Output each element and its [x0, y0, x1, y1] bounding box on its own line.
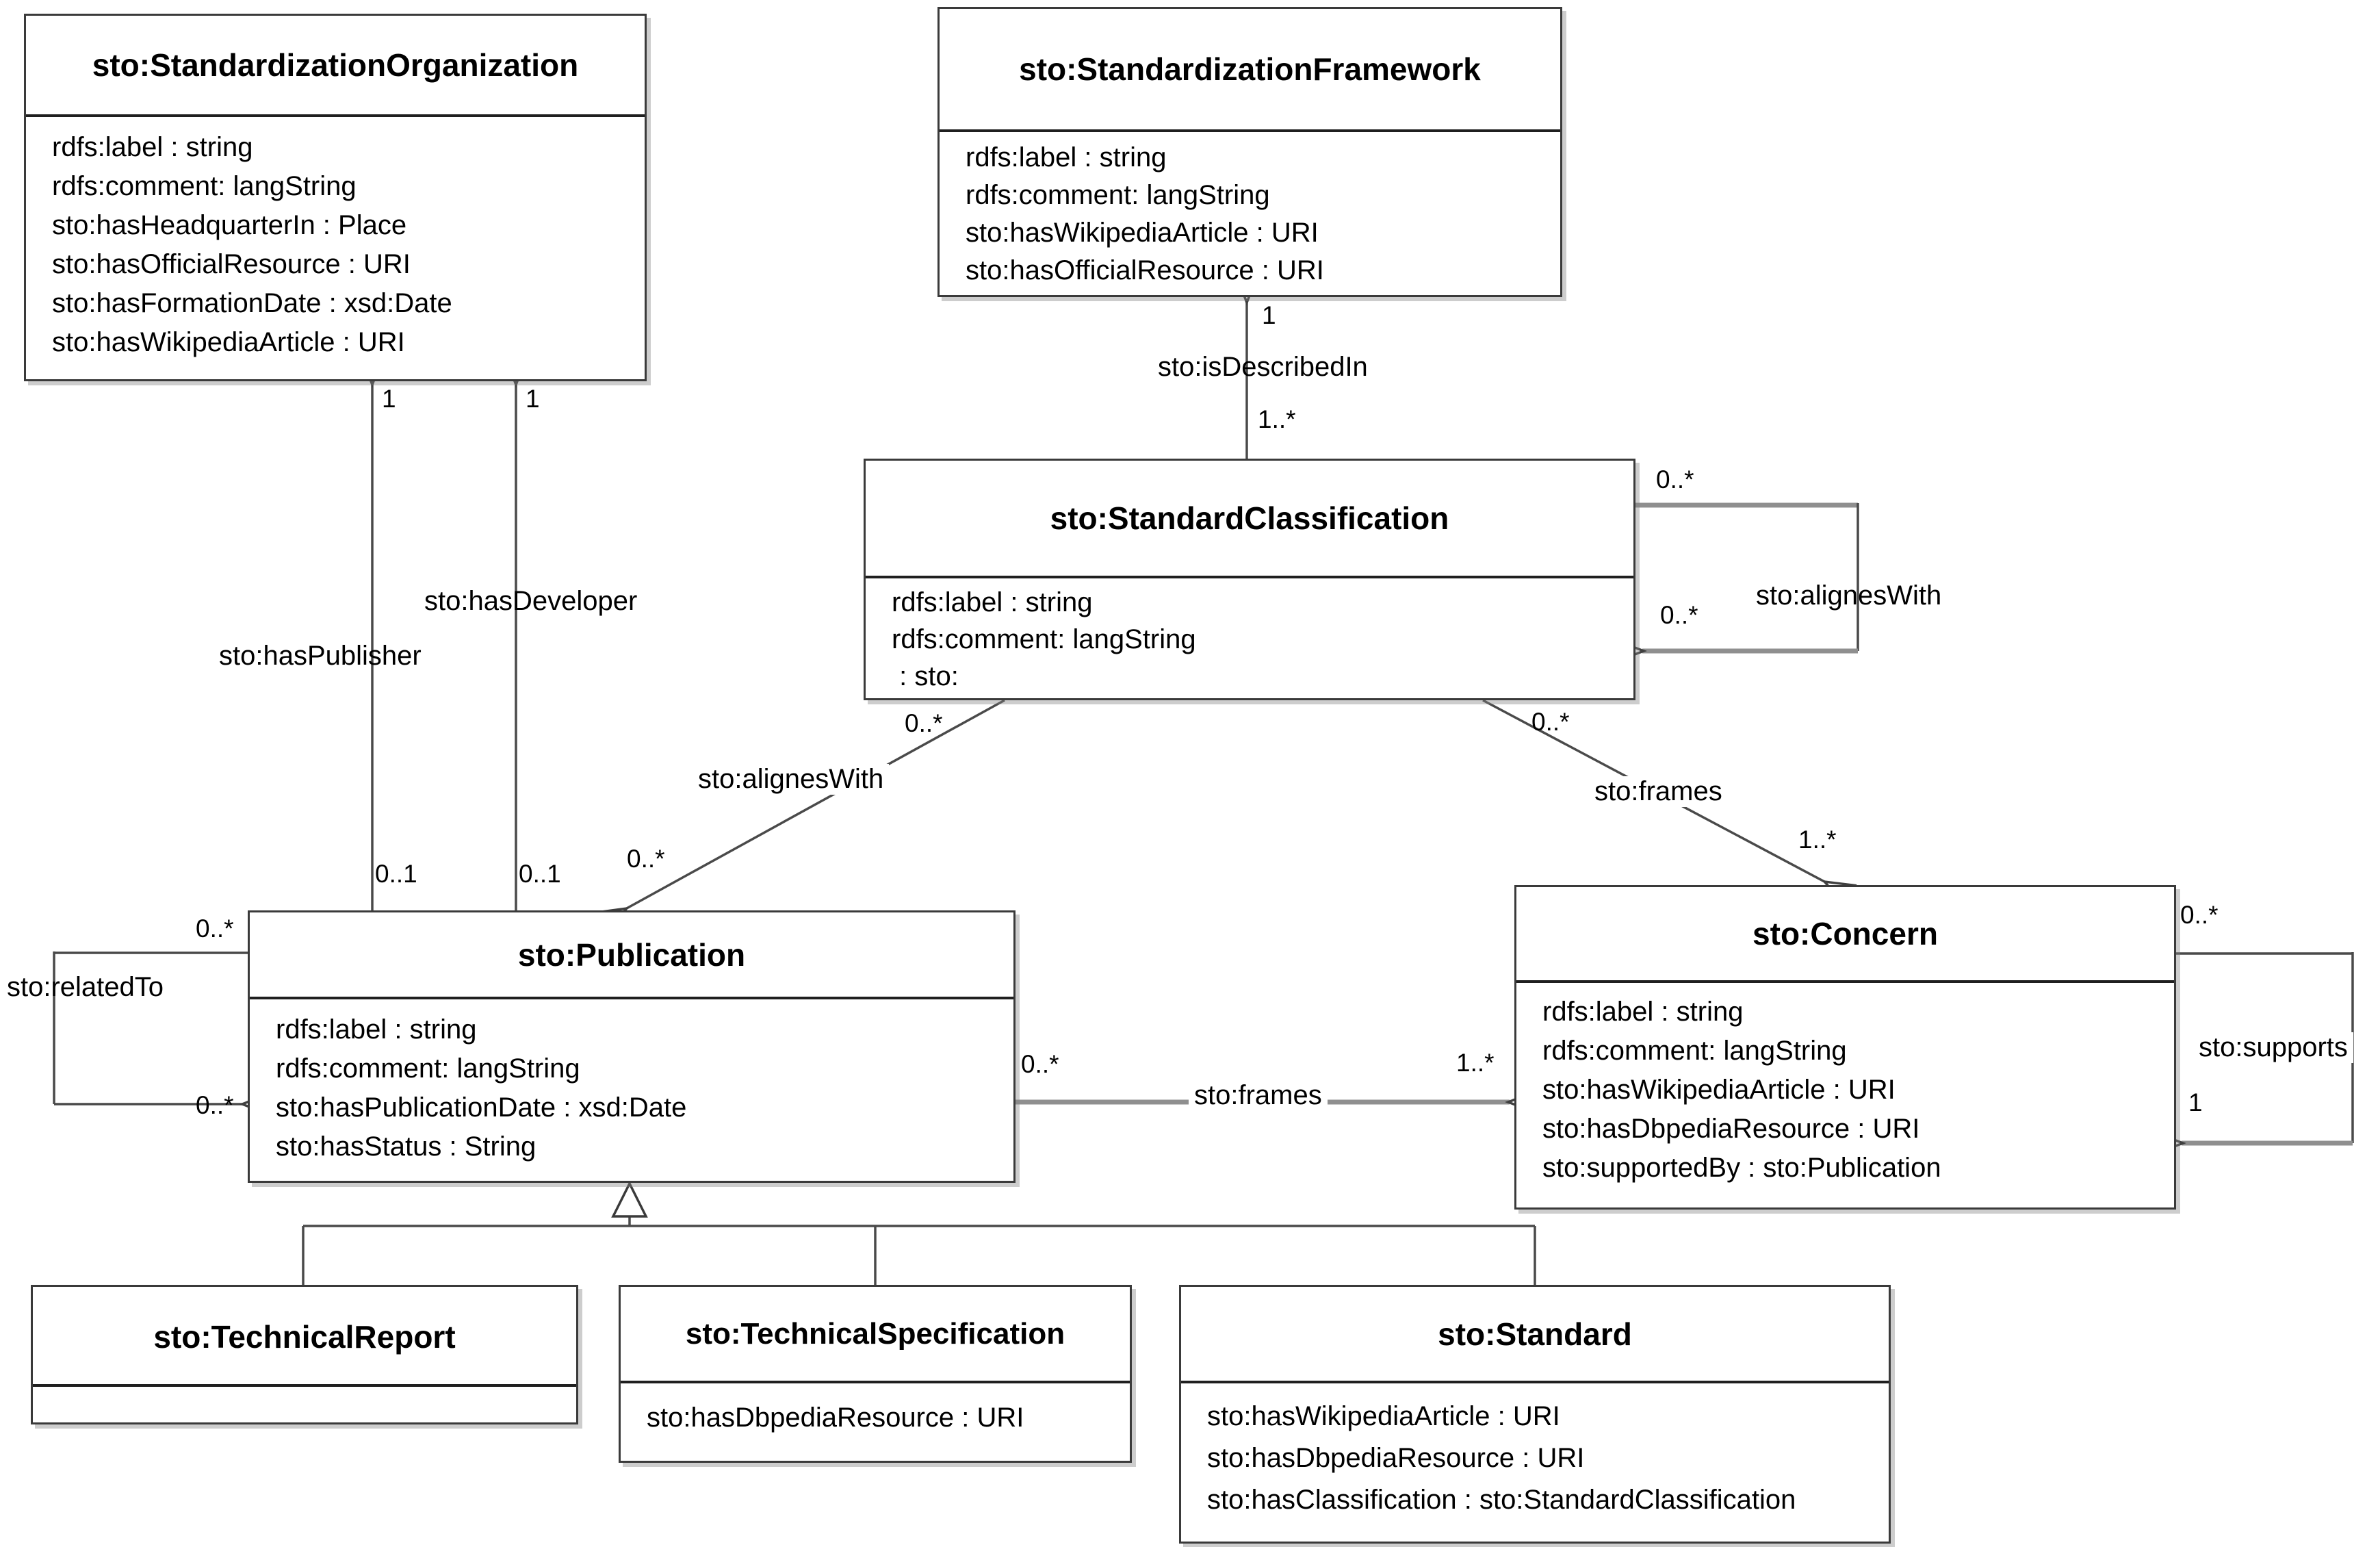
multiplicity-has-publisher-source: 0..1 [375, 860, 417, 888]
attribute-compartment: rdfs:label : string rdfs:comment: langSt… [1516, 983, 2174, 1188]
attribute-line: sto:hasDbpediaResource : URI [647, 1403, 1024, 1433]
class-title: sto:Concern [1516, 887, 2174, 983]
multiplicity-alignes-loop-bottom: 0..* [1660, 601, 1698, 629]
attribute-line: rdfs:label : string [276, 1014, 477, 1045]
edge-label-related-to: sto:relatedTo [7, 972, 164, 1002]
attribute-compartment: rdfs:label : string rdfs:comment: langSt… [866, 578, 1633, 695]
alignes-with-diagonal-line [594, 699, 1005, 934]
class-title: sto:TechnicalSpecification [621, 1287, 1130, 1383]
attribute-line: rdfs:label : string [892, 587, 1093, 617]
attribute-line: rdfs:label : string [966, 142, 1167, 172]
attribute-line: rdfs:label : string [1542, 997, 1744, 1027]
attribute-line: sto:hasWikipediaArticle : URI [1207, 1401, 1560, 1431]
attribute-line: rdfs:comment: langString [892, 624, 1196, 654]
class-box-standardization-framework: sto:StandardizationFramework rdfs:label … [937, 7, 1562, 297]
class-title: sto:StandardClassification [866, 461, 1633, 578]
class-box-technical-report: sto:TechnicalReport [31, 1285, 578, 1424]
class-box-concern: sto:Concern rdfs:label : string rdfs:com… [1514, 885, 2176, 1210]
generalization-triangle-arrow [611, 1181, 648, 1218]
class-box-publication: sto:Publication rdfs:label : string rdfs… [248, 910, 1016, 1183]
attribute-line: sto:hasOfficialResource : URI [966, 255, 1324, 285]
attribute-compartment: rdfs:label : string rdfs:comment: langSt… [26, 117, 645, 362]
attribute-line: sto:hasFormationDate : xsd:Date [52, 288, 452, 318]
multiplicity-is-described-in-source: 1..* [1258, 405, 1296, 433]
attribute-compartment: sto:hasDbpediaResource : URI [621, 1383, 1130, 1437]
class-box-technical-specification: sto:TechnicalSpecification sto:hasDbpedi… [619, 1285, 1132, 1463]
attribute-line: sto:hasOfficialResource : URI [52, 249, 411, 279]
edge-label-frames-horizontal: sto:frames [1189, 1080, 1328, 1111]
attribute-compartment: sto:hasWikipediaArticle : URI sto:hasDbp… [1181, 1383, 1889, 1521]
attribute-line: sto:hasDbpediaResource : URI [1542, 1114, 1920, 1144]
edge-label-supports: sto:supports [2193, 1032, 2353, 1063]
multiplicity-has-developer-target: 1 [526, 385, 540, 413]
class-box-standard: sto:Standard sto:hasWikipediaArticle : U… [1179, 1285, 1891, 1544]
edge-label-frames-diagonal: sto:frames [1589, 776, 1728, 807]
class-title: sto:Standard [1181, 1287, 1889, 1383]
multiplicity-has-publisher-target: 1 [382, 385, 396, 413]
attribute-line: sto:supportedBy : sto:Publication [1542, 1153, 1941, 1183]
attribute-line: sto:hasClassification : sto:StandardClas… [1207, 1485, 1796, 1515]
class-box-standard-classification: sto:StandardClassification rdfs:label : … [864, 459, 1635, 700]
attribute-line: sto:hasStatus : String [276, 1132, 536, 1162]
attribute-line: sto:hasPublicationDate : xsd:Date [276, 1092, 687, 1123]
attribute-line: sto:hasWikipediaArticle : URI [966, 218, 1319, 248]
multiplicity-frames-horiz-source: 0..* [1021, 1050, 1059, 1078]
multiplicity-frames-diag-source: 0..* [1531, 708, 1570, 736]
attribute-line: : sto: [892, 661, 959, 691]
attribute-line: rdfs:comment: langString [966, 180, 1270, 210]
attribute-line: sto:hasWikipediaArticle : URI [1542, 1075, 1896, 1105]
attribute-line: sto:hasWikipediaArticle : URI [52, 327, 405, 357]
class-title: sto:StandardizationOrganization [26, 16, 645, 117]
multiplicity-alignes-loop-top: 0..* [1656, 465, 1694, 494]
class-title: sto:Publication [250, 912, 1013, 999]
attribute-line: rdfs:comment: langString [276, 1053, 580, 1084]
attribute-compartment: rdfs:label : string rdfs:comment: langSt… [940, 132, 1560, 290]
attribute-line: sto:hasHeadquarterIn : Place [52, 210, 407, 240]
edge-label-alignes-with-loop: sto:alignesWith [1756, 580, 1942, 611]
multiplicity-is-described-in-target: 1 [1262, 301, 1276, 329]
attribute-line: rdfs:comment: langString [1542, 1036, 1847, 1066]
multiplicity-has-developer-source: 0..1 [519, 860, 561, 888]
edge-label-has-publisher: sto:hasPublisher [219, 641, 422, 671]
multiplicity-frames-diag-target: 1..* [1798, 826, 1837, 854]
attribute-line: sto:hasDbpediaResource : URI [1207, 1443, 1585, 1473]
multiplicity-supports-bottom: 1 [2188, 1088, 2203, 1116]
attribute-line: rdfs:label : string [52, 132, 253, 162]
multiplicity-alignes-diag-source: 0..* [905, 709, 943, 737]
attribute-line: rdfs:comment: langString [52, 171, 357, 201]
multiplicity-related-to-top: 0..* [196, 915, 234, 943]
class-title: sto:TechnicalReport [153, 1318, 456, 1355]
multiplicity-related-to-bottom: 0..* [196, 1091, 234, 1119]
attribute-compartment [33, 1384, 576, 1422]
class-box-standardization-organization: sto:StandardizationOrganization rdfs:lab… [24, 14, 647, 381]
edge-label-alignes-with-diagonal: sto:alignesWith [693, 764, 890, 795]
multiplicity-supports-top: 0..* [2180, 901, 2219, 929]
edge-label-is-described-in: sto:isDescribedIn [1158, 352, 1368, 382]
class-title: sto:StandardizationFramework [940, 9, 1560, 132]
multiplicity-frames-horiz-target: 1..* [1456, 1049, 1495, 1077]
edge-label-has-developer: sto:hasDeveloper [424, 586, 638, 616]
multiplicity-alignes-diag-target: 0..* [627, 845, 665, 873]
attribute-compartment: rdfs:label : string rdfs:comment: langSt… [250, 999, 1013, 1166]
